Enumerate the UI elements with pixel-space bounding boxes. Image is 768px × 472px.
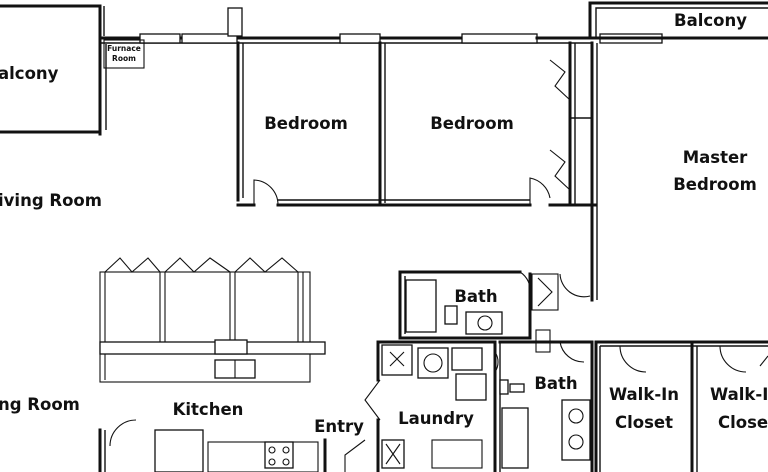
kitchen-label: Kitchen <box>173 400 244 419</box>
doors <box>109 59 768 447</box>
balcony-left-label: alcony <box>0 64 59 83</box>
master-bedroom-label-line2: Bedroom <box>673 175 757 194</box>
walk-in-closet-2-label-line2: Close <box>718 413 768 432</box>
walk-in-closet-2-label-line1: Walk-I <box>710 385 768 404</box>
furnace-room-label-line1: Furnace <box>107 44 141 53</box>
master-bedroom-label-line1: Master <box>683 148 748 167</box>
walk-in-closet-1-label-line1: Walk-In <box>609 385 679 404</box>
laundry-label: Laundry <box>398 409 474 428</box>
bedroom-2-label: Bedroom <box>430 114 514 133</box>
entry-label: Entry <box>314 417 364 436</box>
walk-in-closet-1-label-line2: Closet <box>615 413 673 432</box>
bath-upper-label: Bath <box>454 287 497 306</box>
bath-lower-label: Bath <box>534 374 577 393</box>
living-room-label: iving Room <box>0 191 102 210</box>
room-labels: alcony Furnace Room Balcony Bedroom Bedr… <box>0 11 768 436</box>
balcony-right-label: Balcony <box>674 11 747 30</box>
furnace-room-label-line2: Room <box>112 54 136 63</box>
dining-room-label: ng Room <box>0 395 80 414</box>
bedroom-1-label: Bedroom <box>264 114 348 133</box>
